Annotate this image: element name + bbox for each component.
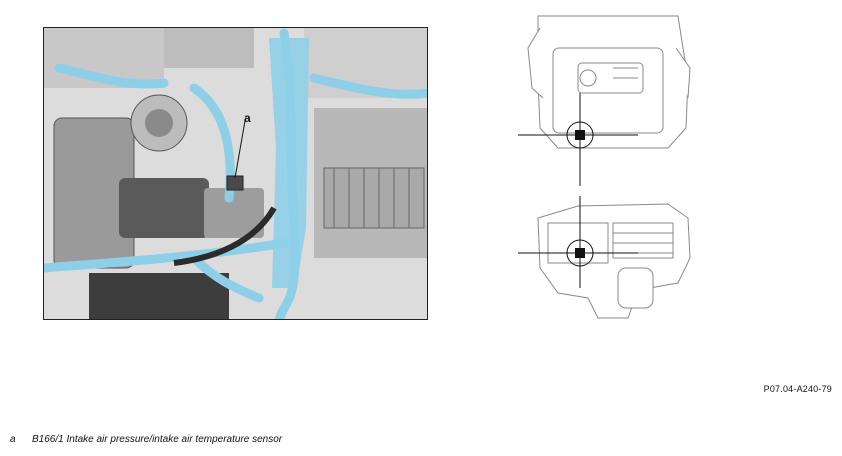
figure-code: P07.04-A240-79 <box>763 384 832 394</box>
location-diagram <box>518 8 698 328</box>
engine-illustration <box>43 27 428 320</box>
callout-a: a <box>244 111 251 125</box>
legend-item: a B166/1 Intake air pressure/intake air t… <box>10 434 282 445</box>
engine-drawing <box>44 28 427 319</box>
engine-outline-drawing <box>518 15 691 319</box>
legend-key: a <box>10 434 16 445</box>
legend-text: B166/1 Intake air pressure/intake air te… <box>32 434 283 445</box>
